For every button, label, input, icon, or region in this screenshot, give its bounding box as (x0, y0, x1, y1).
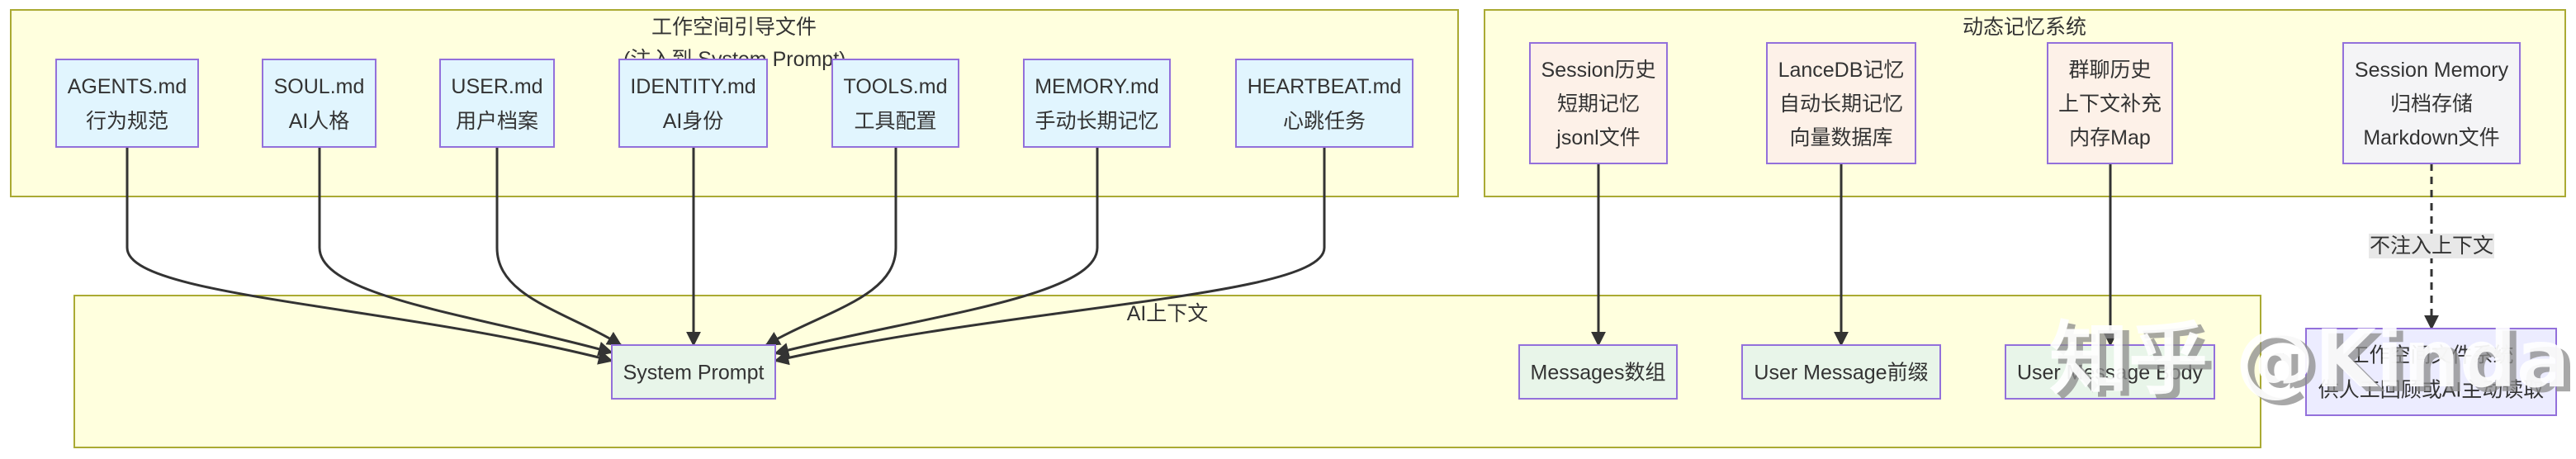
node-user: USER.md 用户档案 (439, 59, 555, 148)
edge-agents-to-system-prompt (125, 147, 613, 365)
node-messages: Messages数组 (1518, 344, 1678, 400)
node-session-line-3: jsonl文件 (1556, 126, 1640, 149)
node-tools-box (831, 59, 959, 148)
node-groupchat-line-3: 内存Map (2069, 126, 2151, 149)
node-user-body-line-1: User Message Body (2017, 362, 2204, 385)
node-agents: AGENTS.md 行为规范 (55, 59, 199, 148)
node-session-memory-line-3: Markdown文件 (2363, 126, 2499, 149)
node-identity-line-2: AI身份 (663, 110, 724, 133)
node-session-line-2: 短期记忆 (1557, 92, 1640, 116)
node-messages-line-1: Messages数组 (1531, 362, 1666, 385)
node-groupchat-line-1: 群聊历史 (2068, 59, 2151, 82)
node-memory: MEMORY.md 手动长期记忆 (1023, 59, 1171, 148)
node-user-body: User Message Body (2005, 344, 2215, 400)
node-soul-box (262, 59, 376, 148)
node-user-prefix: User Message前缀 (1741, 344, 1941, 400)
node-filesystem-line-2: 供人工回顾或AI主动读取 (2318, 379, 2545, 402)
node-tools-line-2: 工具配置 (854, 110, 936, 133)
watermark: 知乎 @Kinda 知乎 @Kinda (2049, 313, 2576, 410)
node-filesystem-line-1: 工作空间文件系统 (2348, 344, 2513, 367)
node-heartbeat-line-1: HEARTBEAT.md (1248, 75, 1402, 98)
node-lancedb-line-2: 自动长期记忆 (1779, 92, 1903, 116)
node-heartbeat: HEARTBEAT.md 心跳任务 (1235, 59, 1413, 148)
node-soul-line-1: SOUL.md (274, 75, 365, 98)
node-user-prefix-box (1741, 344, 1941, 400)
node-tools-line-1: TOOLS.md (844, 75, 948, 98)
edge-soul-to-system-prompt (318, 147, 613, 357)
edges-layer (125, 147, 2439, 366)
watermark-shadow: 知乎 @Kinda (2056, 318, 2576, 410)
node-system-prompt-line-1: System Prompt (623, 362, 765, 385)
node-lancedb-line-3: 向量数据库 (1789, 126, 1892, 149)
node-session-line-1: Session历史 (1541, 59, 1656, 82)
node-soul-line-2: AI人格 (289, 110, 350, 133)
node-filesystem-box (2305, 328, 2557, 416)
node-groupchat-line-2: 上下文补充 (2058, 92, 2162, 116)
node-user-line-2: 用户档案 (456, 110, 538, 133)
node-agents-box (55, 59, 199, 148)
node-user-line-1: USER.md (451, 75, 542, 98)
panel-memory-title: 动态记忆系统 (1963, 16, 2086, 39)
node-messages-box (1518, 344, 1678, 400)
node-tools: TOOLS.md 工具配置 (831, 59, 959, 148)
node-agents-line-1: AGENTS.md (68, 75, 187, 98)
node-lancedb-box (1766, 42, 1916, 164)
edge-label-background (2369, 234, 2494, 258)
node-heartbeat-box (1235, 59, 1413, 148)
node-identity-line-1: IDENTITY.md (630, 75, 755, 98)
edge-label-text: 不注入上下文 (2370, 234, 2493, 258)
node-session-box (1529, 42, 1668, 164)
node-memory-box (1023, 59, 1171, 148)
edge-tools-to-system-prompt (765, 147, 897, 347)
node-user-prefix-line-1: User Message前缀 (1754, 362, 1928, 385)
node-session-memory: Session Memory 归档存储 Markdown文件 (2342, 42, 2521, 164)
edge-user-to-system-prompt (495, 147, 623, 347)
node-session-memory-line-2: 归档存储 (2390, 92, 2473, 116)
node-memory-line-2: 手动长期记忆 (1035, 110, 1158, 133)
node-memory-line-1: MEMORY.md (1035, 75, 1159, 98)
edge-label-not-injected: 不注入上下文 (2369, 234, 2494, 258)
watermark-text: 知乎 @Kinda (2049, 313, 2570, 405)
node-user-body-box (2005, 344, 2215, 400)
panel-workspace-title: 工作空间引导文件 (651, 16, 817, 39)
node-session-memory-line-1: Session Memory (2355, 59, 2509, 82)
panel-context-title: AI上下文 (1127, 302, 1209, 325)
edge-memory-to-system-prompt (774, 147, 1099, 357)
node-groupchat-box (2047, 42, 2173, 164)
node-user-box (439, 59, 555, 148)
node-identity-box (618, 59, 768, 148)
node-agents-line-2: 行为规范 (86, 110, 168, 133)
node-system-prompt: System Prompt (611, 344, 776, 400)
edge-heartbeat-to-system-prompt (774, 147, 1326, 366)
node-system-prompt-box (611, 344, 776, 400)
node-lancedb-line-1: LanceDB记忆 (1778, 59, 1905, 82)
node-heartbeat-line-2: 心跳任务 (1283, 110, 1366, 133)
node-session-memory-box (2342, 42, 2521, 164)
